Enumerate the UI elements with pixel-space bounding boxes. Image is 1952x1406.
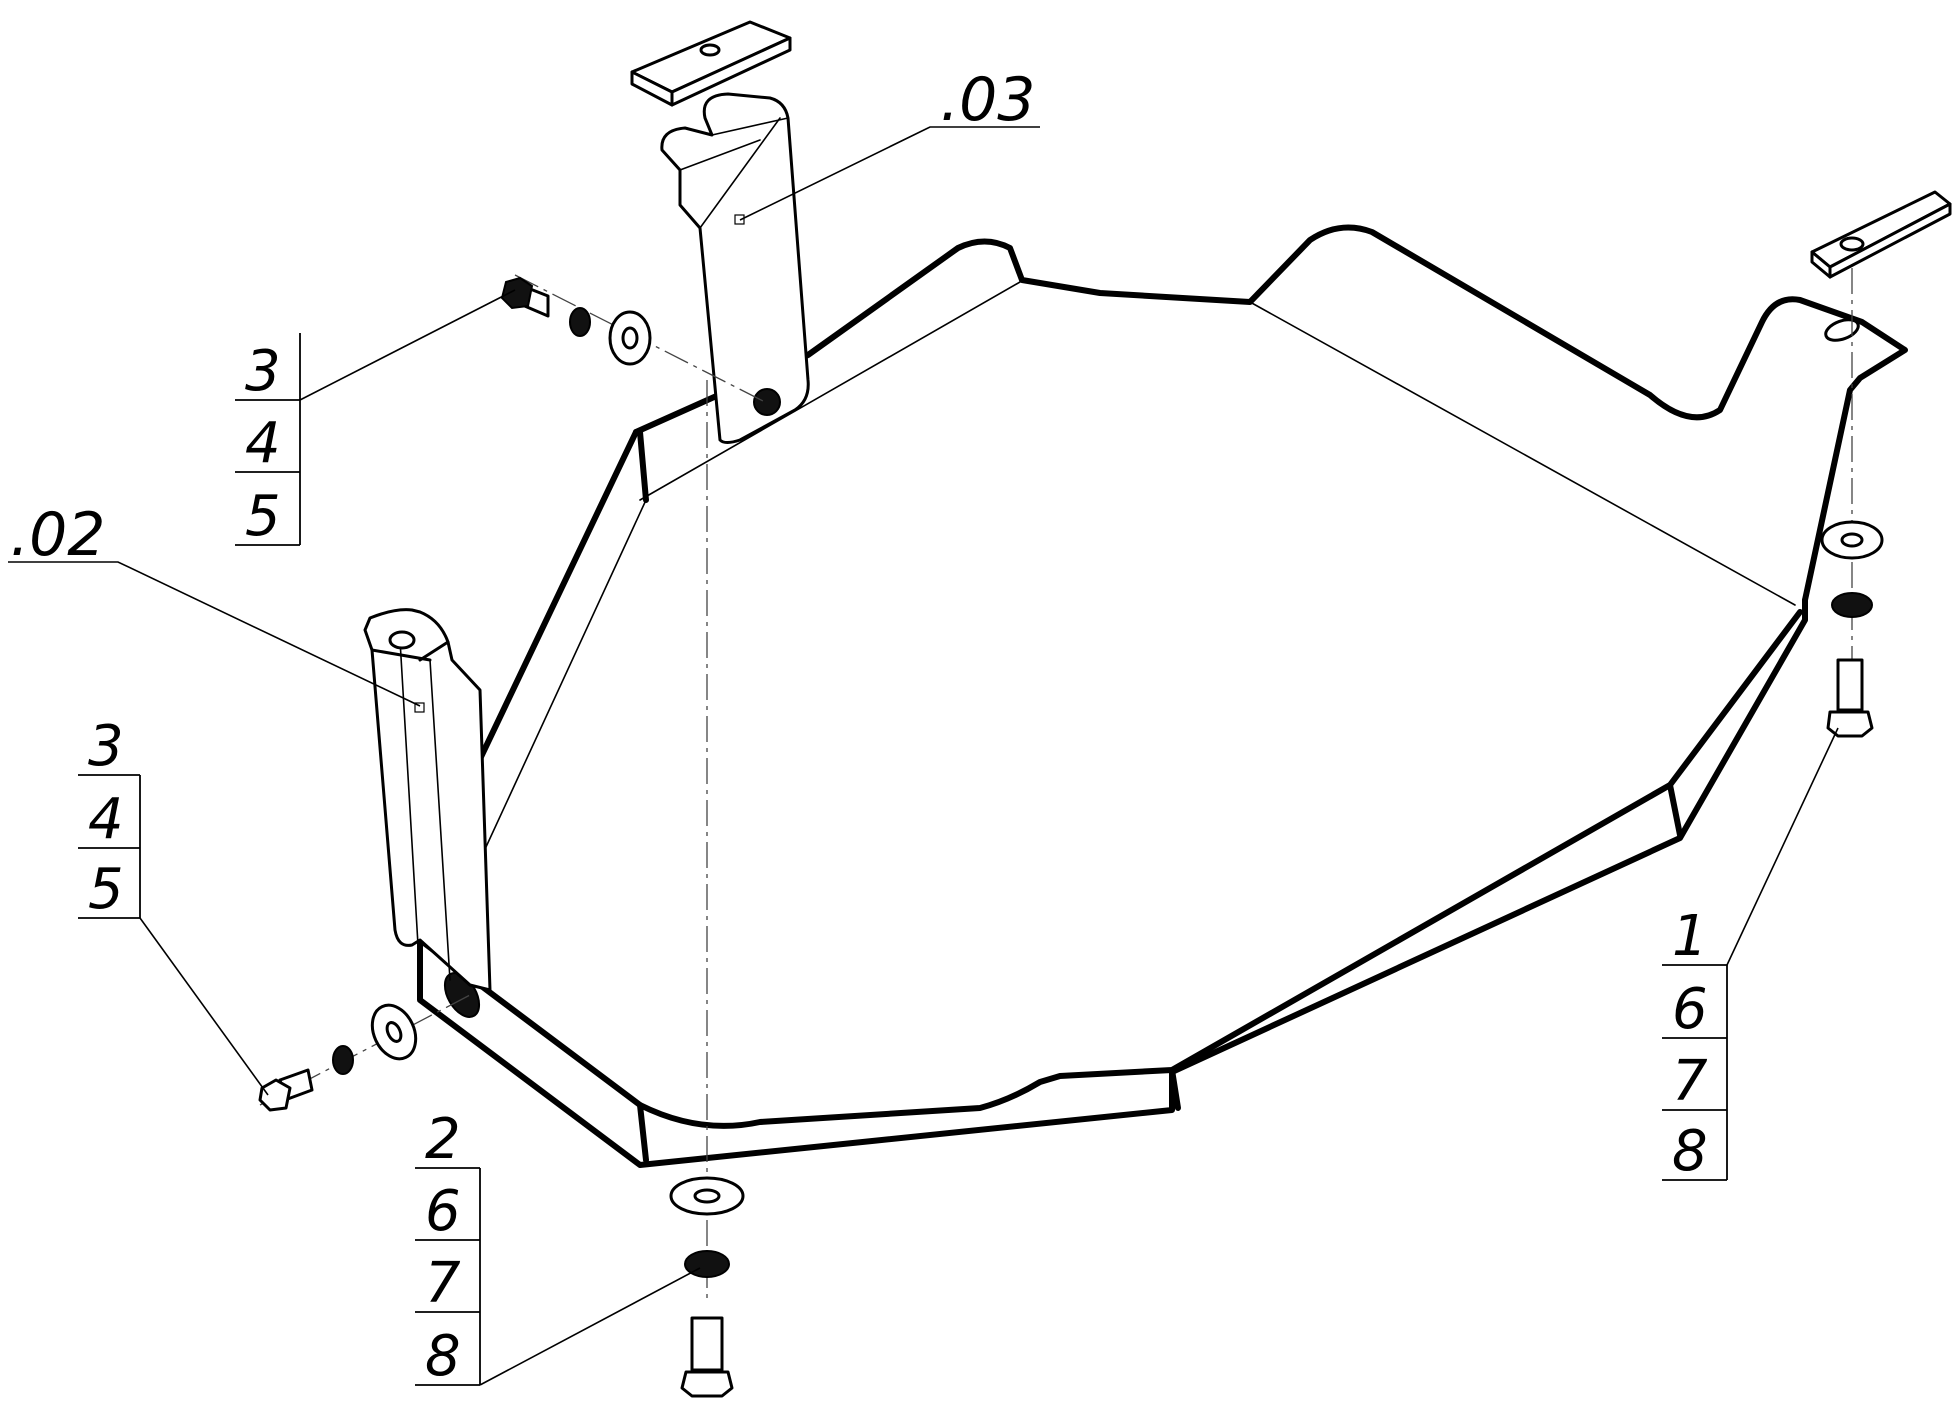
stack-ul-item-0: 3 <box>245 339 281 404</box>
stack-bc-item-1: 6 <box>425 1179 461 1244</box>
bracket-02 <box>363 608 492 992</box>
fastener-right <box>1820 520 1884 738</box>
stack-ll-item-2: 5 <box>88 857 124 922</box>
stack-r-item-3: 8 <box>1672 1119 1708 1184</box>
stack-ll-item-1: 4 <box>88 787 124 852</box>
callout-stack-lower-left: 3 4 5 <box>78 714 269 1096</box>
axis-lines <box>259 268 1853 1300</box>
fastener-bottom-center <box>669 1176 745 1398</box>
stack-bc-item-0: 2 <box>425 1107 461 1172</box>
stack-r-item-2: 7 <box>1672 1049 1708 1114</box>
callout-stack-right: 1 6 7 8 <box>1662 727 1839 1184</box>
stack-ll-item-0: 3 <box>88 714 124 779</box>
stack-r-item-1: 6 <box>1672 977 1708 1042</box>
stack-bc-item-2: 7 <box>425 1251 461 1316</box>
fastener-upper-left <box>500 276 652 366</box>
fastener-lower-left <box>258 1003 418 1112</box>
skid-plate <box>417 224 1908 1168</box>
callout-03-label: .03 <box>940 65 1035 135</box>
callout-03: .03 <box>739 65 1040 221</box>
stack-r-item-0: 1 <box>1672 904 1708 969</box>
stack-bc-item-3: 8 <box>425 1324 461 1389</box>
callout-02: .02 <box>8 500 421 707</box>
callout-stack-upper-left: 3 4 5 <box>235 289 516 549</box>
callout-stack-bottom-center: 2 6 7 8 <box>415 1107 701 1389</box>
bracket-right <box>1810 190 1952 342</box>
stack-ul-item-2: 5 <box>245 484 281 549</box>
bracket-03 <box>630 20 810 444</box>
stack-ul-item-1: 4 <box>245 411 281 476</box>
callout-02-label: .02 <box>10 500 105 570</box>
